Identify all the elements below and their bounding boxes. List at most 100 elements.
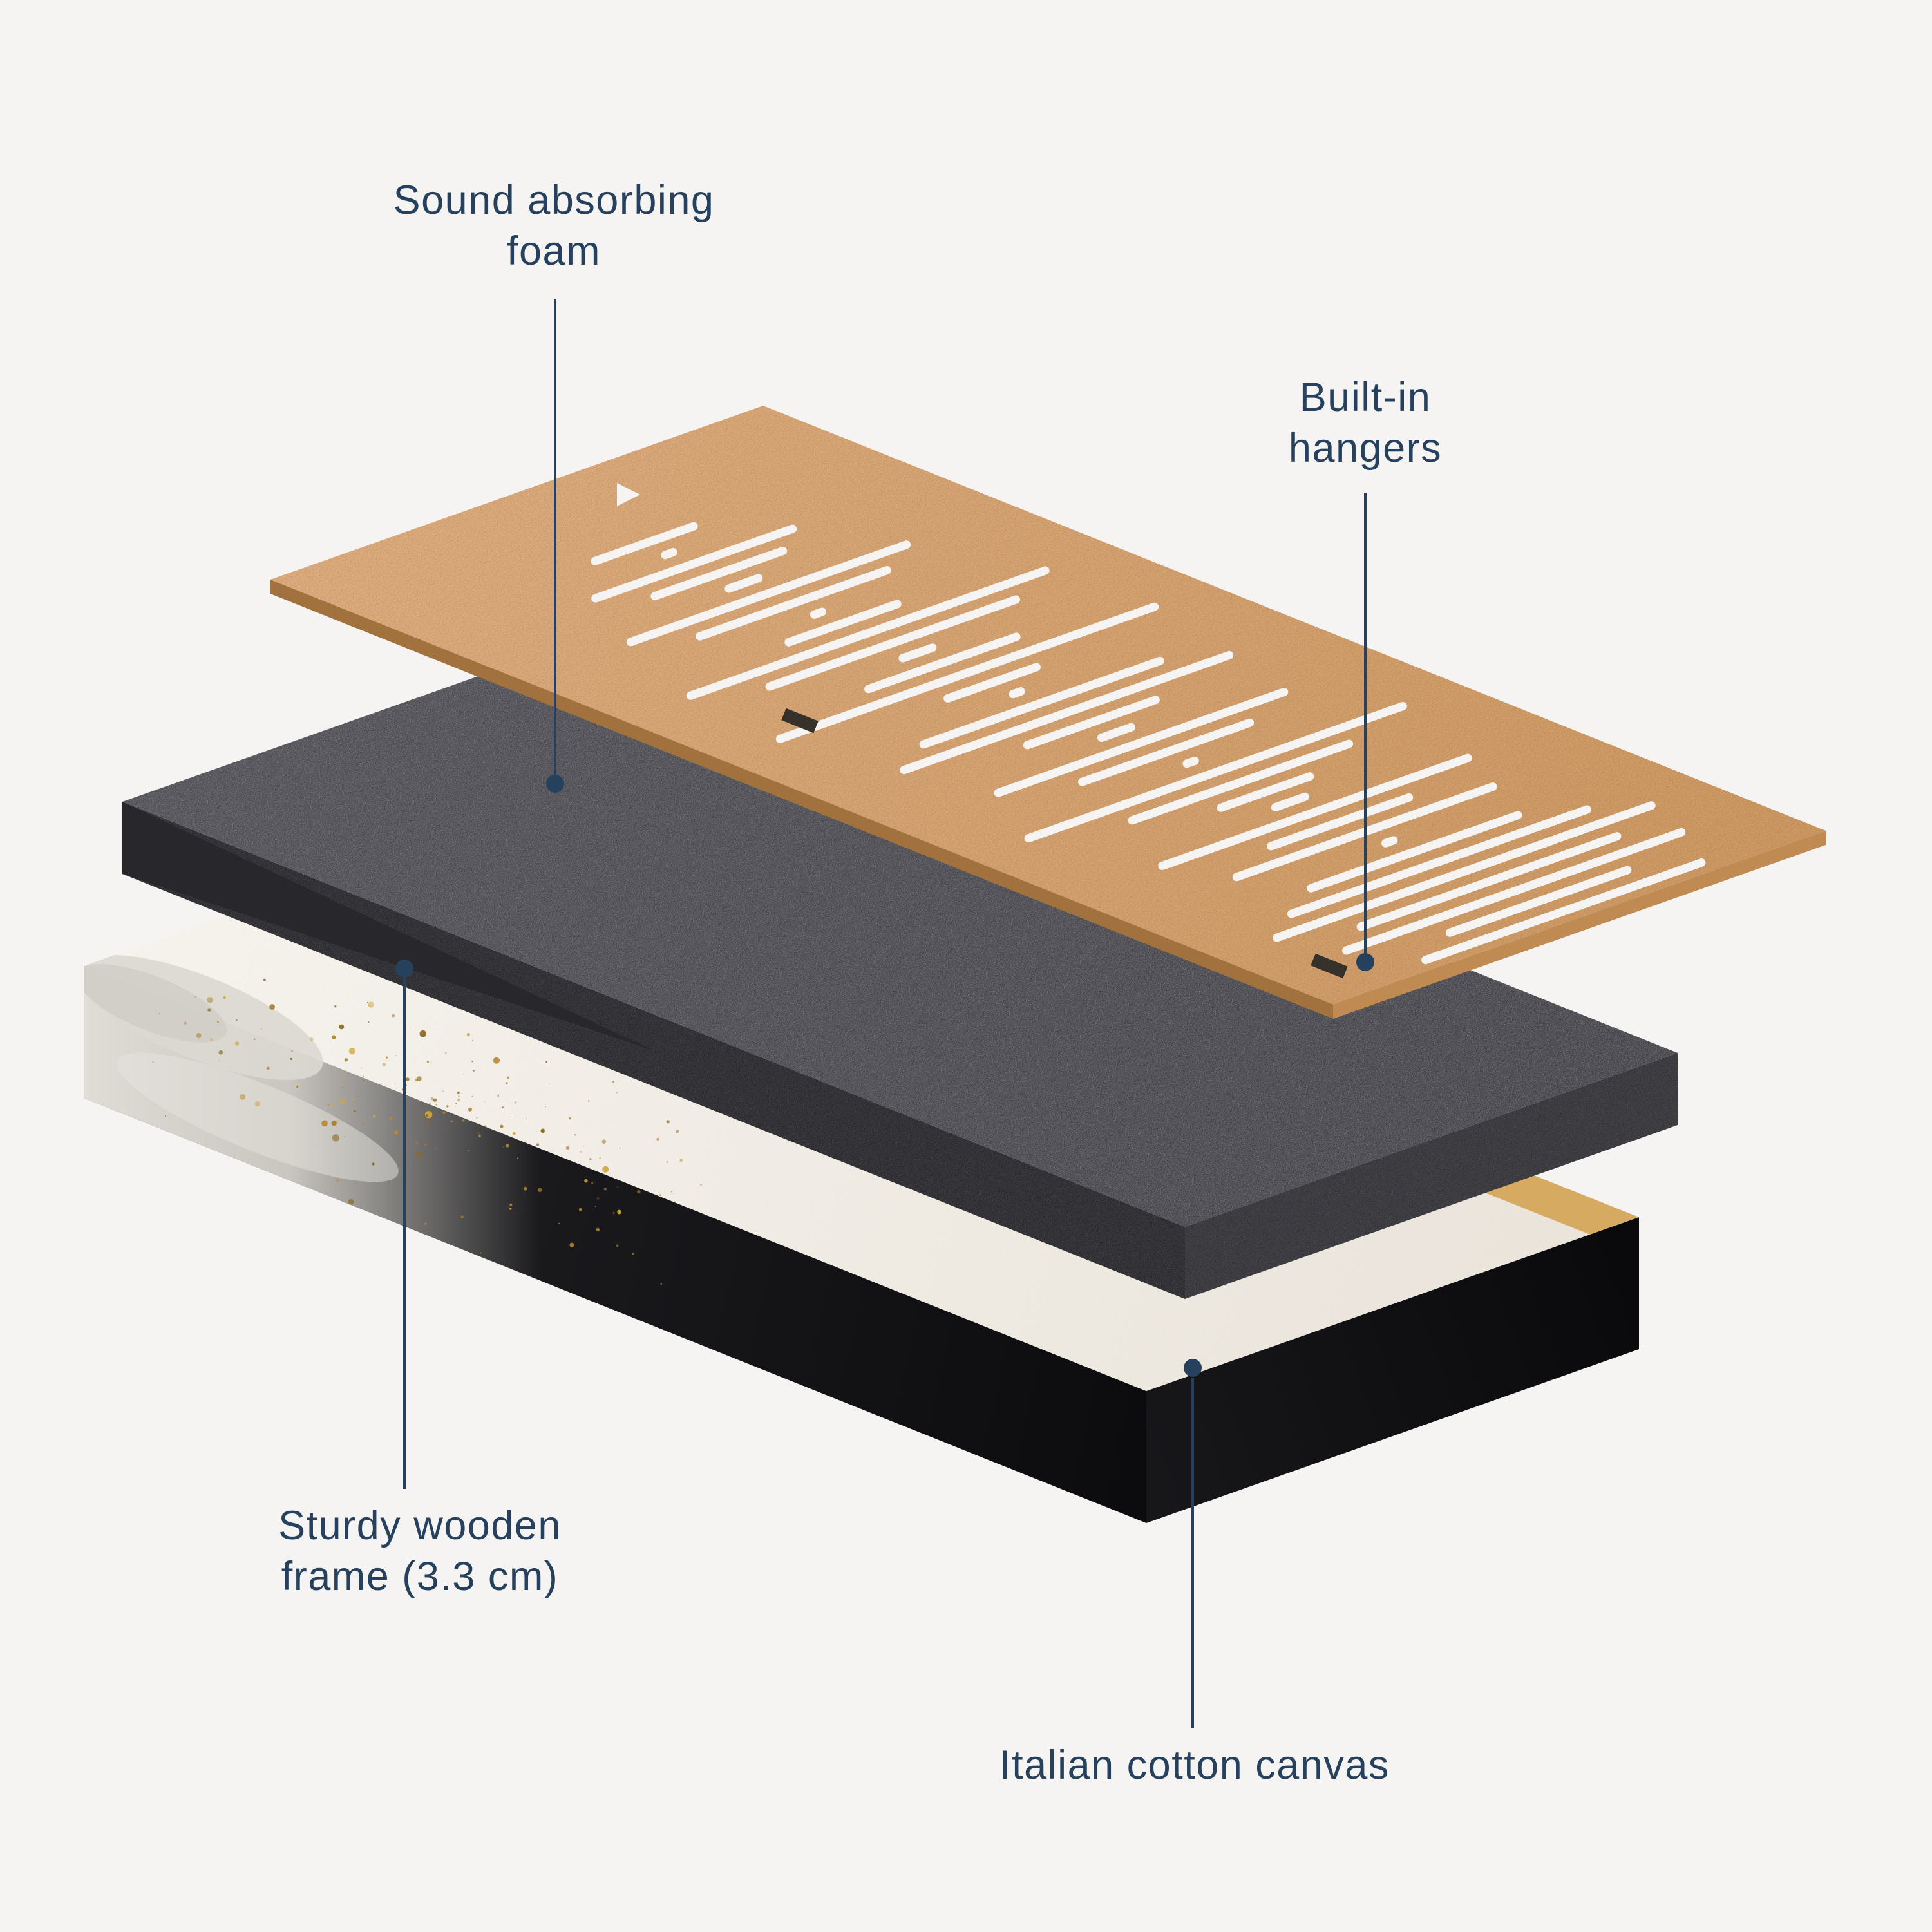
soundwave-slot: [1381, 836, 1398, 848]
soundwave-cutouts: [591, 522, 1706, 965]
soundwave-slot: [591, 524, 797, 603]
soundwave-slot: [898, 643, 937, 663]
soundwave-slot: [864, 632, 1021, 694]
gold-speckle: [332, 1134, 340, 1142]
gold-speckle: [310, 1037, 314, 1041]
soundwave-slot: [1267, 793, 1414, 851]
soundwave-slot: [900, 650, 1234, 775]
gold-speckle: [331, 1103, 334, 1106]
gold-speckle: [591, 1182, 593, 1184]
gold-speckle: [424, 1222, 427, 1225]
gold-speckle: [363, 1075, 364, 1077]
hanger-cutout: [781, 708, 819, 734]
gold-speckle: [158, 1013, 160, 1014]
gold-speckle: [565, 1146, 570, 1150]
gold-speckle: [419, 1030, 427, 1037]
gold-speckle: [455, 1122, 457, 1124]
gold-speckle: [352, 1098, 354, 1101]
gold-speckle: [569, 1242, 574, 1247]
gold-speckle: [240, 1094, 246, 1100]
gold-speckle: [218, 1050, 223, 1055]
gold-speckle: [395, 1055, 397, 1057]
gold-speckle: [207, 997, 213, 1003]
gold-speckle: [536, 1143, 540, 1146]
gold-speckle: [460, 1215, 464, 1218]
gold-speckle: [366, 1001, 368, 1003]
gold-speckle: [545, 1061, 547, 1063]
gold-speckle: [473, 1070, 475, 1072]
gold-speckle: [594, 1206, 596, 1208]
gold-speckle: [632, 1253, 634, 1255]
soundwave-board-layer: [270, 406, 1826, 1019]
play-triangle-cutout: [617, 483, 640, 506]
gold-speckle: [517, 1157, 519, 1159]
gold-speckle: [254, 1038, 256, 1040]
gold-speckle: [466, 1033, 470, 1037]
gold-speckle: [406, 1077, 410, 1081]
gold-speckle: [342, 1087, 344, 1088]
gold-speckle: [637, 1189, 641, 1194]
soundwave-slot: [919, 656, 1164, 749]
anchor-dot-hangers: [1356, 953, 1374, 971]
soundwave-slot: [650, 546, 788, 601]
soundwave-slot: [1287, 805, 1591, 918]
gold-speckle: [368, 1001, 374, 1008]
gold-speckle: [266, 1066, 270, 1070]
anchor-dot-foam: [546, 775, 564, 793]
gold-speckle: [545, 1105, 546, 1107]
soundwave-slot: [1421, 858, 1706, 965]
soundwave-slot: [1446, 866, 1632, 937]
gold-speckle: [331, 1121, 337, 1126]
gold-speckle: [415, 1141, 419, 1144]
gold-speckle: [656, 1137, 660, 1141]
gold-speckle: [583, 1146, 584, 1148]
soundwave-slot: [626, 540, 911, 647]
soundwave-slot: [1024, 702, 1407, 843]
gold-speckle: [503, 1146, 504, 1148]
gold-speckle: [558, 1222, 560, 1225]
gold-speckle: [435, 1148, 437, 1150]
soundwave-slot: [994, 688, 1289, 797]
gold-speckle: [616, 1092, 618, 1094]
gold-speckle: [332, 1035, 336, 1039]
foam-layer: [122, 628, 1678, 1299]
gold-speckle: [427, 1061, 429, 1063]
gold-speckle: [612, 1081, 614, 1083]
soundwave-slot: [696, 566, 891, 641]
gold-speckle: [435, 1103, 438, 1106]
gold-speckle: [479, 1252, 482, 1254]
gold-speckle: [599, 1157, 601, 1159]
gold-speckle: [236, 1019, 238, 1021]
label-built-in-hangers: Built-in hangers: [1289, 372, 1442, 475]
gold-speckle: [497, 1094, 499, 1096]
gold-speckle: [446, 1105, 449, 1108]
gold-speckle: [574, 1134, 576, 1136]
gold-speckle: [674, 1201, 676, 1203]
gold-speckle: [442, 1111, 446, 1114]
gold-speckle: [339, 1098, 346, 1104]
gold-speckle: [462, 1119, 465, 1122]
gold-speckle: [512, 1132, 516, 1135]
gold-speckle: [290, 1057, 293, 1060]
gold-speckle: [584, 1179, 588, 1183]
label-sound-absorbing-foam: Sound absorbing foam: [393, 175, 715, 278]
gold-speckle: [484, 1125, 487, 1128]
hanger-cutout: [1311, 953, 1348, 979]
gold-speckle: [360, 1067, 363, 1069]
gold-speckle: [509, 1203, 513, 1206]
gold-speckle: [327, 1104, 330, 1106]
gold-speckle: [260, 1028, 263, 1030]
gold-speckle: [455, 1103, 457, 1104]
gold-speckle: [676, 1130, 679, 1133]
gold-speckle: [269, 1004, 275, 1010]
gold-speckle: [339, 1024, 345, 1030]
gold-speckle: [617, 1186, 619, 1188]
gold-speckle: [395, 1082, 396, 1084]
gold-speckle: [477, 1132, 480, 1135]
gold-speckle: [603, 1188, 607, 1191]
gold-speckle: [373, 1115, 376, 1118]
gold-speckle: [457, 1098, 460, 1102]
board-side-front-right: [1333, 831, 1826, 1019]
gold-speckle: [218, 1060, 220, 1062]
gold-speckle: [393, 1130, 399, 1135]
